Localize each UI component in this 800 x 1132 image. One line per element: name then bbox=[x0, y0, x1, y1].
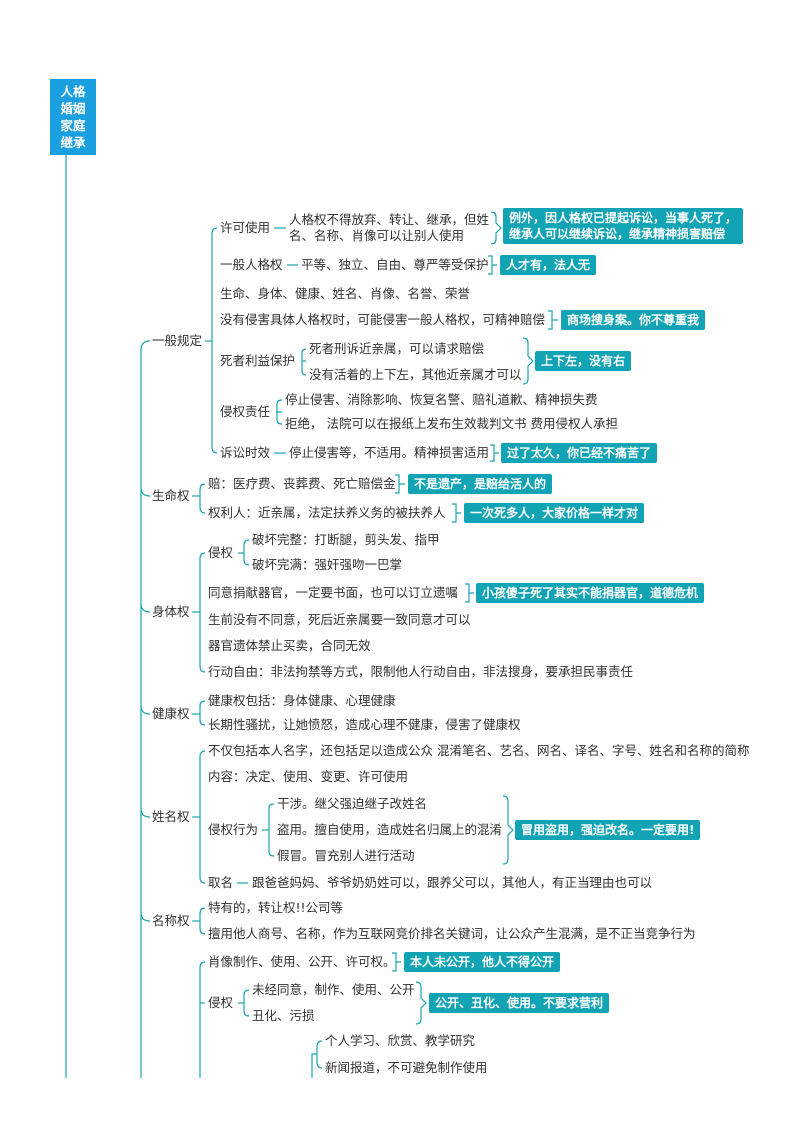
node-body-infringe-2: 破坏完满：强奸强吻一巴掌 bbox=[252, 557, 403, 572]
node-name-infringe-3: 假冒。冒充别人进行活动 bbox=[277, 848, 415, 863]
tag-permit: 例外，因人格权已提起诉讼，当事人死了，继承人可以继续诉讼，继承精神损害赔偿 bbox=[503, 208, 743, 244]
tag-general: 人才有，法人无 bbox=[500, 255, 597, 275]
node-title-misuse: 擅用他人商号、名称，作为互联网竞价排名关键词，让公众产生混满，是不正当竞争行为 bbox=[208, 926, 696, 941]
node-name-content: 内容：决定、使用、变更、许可使用 bbox=[208, 769, 409, 784]
node-name-infringe: 侵权行为 bbox=[208, 822, 259, 837]
node-limitation: 诉讼时效 bbox=[220, 445, 271, 460]
node-health-include: 健康权包括：身体健康、心理健康 bbox=[208, 693, 396, 708]
tag-portrait-make: 本人未公开，他人不得公开 bbox=[404, 952, 561, 972]
tag-deceased: 上下左，没有右 bbox=[535, 351, 632, 371]
node-deceased: 死者利益保护 bbox=[220, 353, 296, 368]
branch-name: 姓名权 bbox=[152, 809, 190, 824]
node-portrait-infringe-1: 未经同意，制作、使用、公开 bbox=[252, 982, 415, 997]
tag-compensation: 不是遗产，是赔给活人的 bbox=[408, 474, 553, 494]
node-name-scope: 不仅包括本人名字，还包括足以造成公众 混淆笔名、艺名、网名、译名、字号、姓名和名… bbox=[208, 743, 750, 758]
node-liability-1: 停止侵害、消除影响、恢复名警、赔礼道歉、精神损失费 bbox=[285, 392, 598, 407]
tag-no-specific: 商场搜身案。你不尊重我 bbox=[561, 310, 706, 330]
tag-name-infringe: 冒用盗用，强迫改名。一定要用! bbox=[515, 820, 701, 840]
node-freedom: 行动自由：非法拘禁等方式，限制他人行动自由，非法搜身，要承担民事责任 bbox=[208, 664, 634, 679]
node-portrait-make: 肖像制作、使用、公开、许可权。 bbox=[208, 954, 396, 969]
node-organ-sale: 器官遗体禁止买卖，合同无效 bbox=[208, 638, 371, 653]
tag-limitation: 过了太久，你已经不痛苦了 bbox=[501, 443, 658, 463]
node-general-text: 平等、独立、自由、尊严等受保护 bbox=[301, 257, 489, 272]
tag-right-holder: 一次死多人，大家价格一样才对 bbox=[464, 503, 645, 523]
node-harassment: 长期性骚扰，让她愤怒，造成心理不健康，侵害了健康权 bbox=[208, 717, 521, 732]
node-portrait-infringe: 侵权 bbox=[208, 995, 234, 1010]
node-portrait-exception-2: 新闻报道，不可避免制作使用 bbox=[325, 1060, 488, 1075]
node-title-special: 特有的，转让权!!公司等 bbox=[208, 900, 344, 915]
branch-body: 身体权 bbox=[152, 604, 190, 619]
node-right-holder: 权利人：近亲属，法定扶养义务的被扶养人 bbox=[208, 505, 446, 520]
node-family-consent: 生前没有不同意，死后近亲属要一致同意才可以 bbox=[208, 612, 471, 627]
node-name-infringe-2: 盗用。擅自使用，造成姓名归属上的混淆 bbox=[277, 822, 503, 837]
node-naming: 取名 bbox=[208, 875, 234, 890]
node-permit: 许可使用 bbox=[220, 220, 271, 235]
branch-life: 生命权 bbox=[152, 488, 190, 503]
branch-general: 一般规定 bbox=[152, 333, 203, 348]
node-permit-text: 人格权不得放弃、转让、继承，但姓名、名称、肖像可以让别人使用 bbox=[289, 212, 490, 243]
node-liability-2: 拒绝， 法院可以在报纸上发布生效裁判文书 费用侵权人承担 bbox=[285, 416, 618, 431]
node-portrait-infringe-2: 丑化、污损 bbox=[252, 1008, 315, 1023]
node-compensation: 赔：医疗费、丧葬费、死亡赔偿金 bbox=[208, 476, 396, 491]
node-liability: 侵权责任 bbox=[220, 404, 271, 419]
node-body-infringe-1: 破坏完整：打断腿，剪头发、指甲 bbox=[252, 532, 440, 547]
node-naming-text: 跟爸爸妈妈、爷爷奶奶姓可以，跟养父可以，其他人，有正当理由也可以 bbox=[252, 875, 653, 890]
node-deceased-1: 死者刑诉近亲属，可以请求赔偿 bbox=[309, 341, 485, 356]
node-limitation-text: 停止侵害等，不适用。精神损害适用 bbox=[289, 445, 490, 460]
node-general-personality: 一般人格权 bbox=[220, 257, 283, 272]
node-no-specific: 没有侵害具体人格权时，可能侵害一般人格权，可精神赔偿 bbox=[220, 312, 546, 327]
root-node: 人格 婚姻 家庭 继承 bbox=[50, 79, 96, 155]
tag-portrait-infringe: 公开、丑化、使用。不要求营利 bbox=[429, 993, 610, 1013]
branch-health: 健康权 bbox=[152, 706, 190, 721]
node-body-infringe: 侵权 bbox=[208, 545, 234, 560]
node-rights-list: 生命、身体、健康、姓名、肖像、名誉、荣誉 bbox=[220, 286, 471, 301]
node-portrait-exception-1: 个人学习、欣赏、教学研究 bbox=[325, 1033, 476, 1048]
node-name-infringe-1: 干涉。继父强迫继子改姓名 bbox=[277, 796, 428, 811]
branch-title: 名称权 bbox=[152, 913, 190, 928]
node-deceased-2: 没有活着的上下左，其他近亲属才可以 bbox=[309, 367, 522, 382]
tag-donation: 小孩傻子死了其实不能捐器官，道德危机 bbox=[476, 583, 705, 603]
node-donation: 同意捐献器官，一定要书面，也可以订立遗嘱 bbox=[208, 585, 459, 600]
